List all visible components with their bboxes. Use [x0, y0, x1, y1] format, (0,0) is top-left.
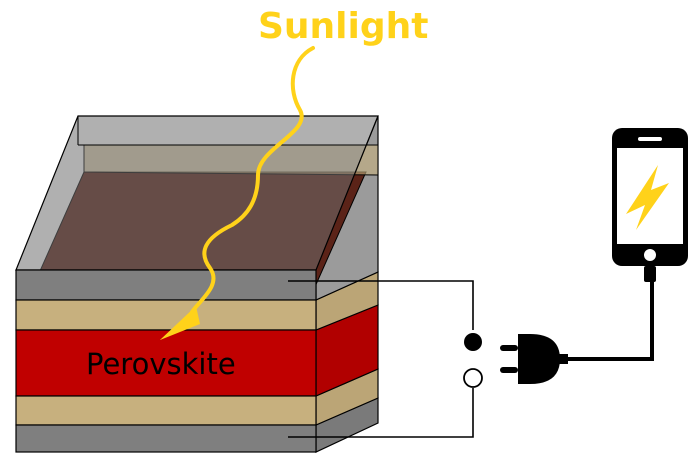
sunlight-label: Sunlight	[258, 6, 428, 47]
top-glass-surface	[15, 115, 379, 271]
top-transport-layer-front	[15, 299, 317, 331]
smartphone-icon	[612, 128, 688, 282]
lightning-bolt-icon	[626, 165, 669, 230]
bottom-wire	[288, 388, 474, 438]
power-plug-icon	[500, 334, 568, 384]
bottom-glass-front	[15, 424, 317, 453]
perovskite-label: Perovskite	[86, 347, 236, 381]
plug-cable	[566, 280, 654, 361]
sunlight-ray-path	[190, 46, 315, 314]
wiring	[288, 280, 474, 438]
perovskite-layer-front	[15, 329, 317, 397]
top-glass-front	[15, 269, 317, 301]
bottom-transport-layer-front	[15, 395, 317, 426]
perovskite-solar-cell: Perovskite	[15, 115, 379, 453]
sunlight-ray: Sunlight	[160, 6, 428, 340]
negative-terminal	[464, 333, 482, 351]
positive-terminal	[463, 368, 483, 388]
top-wire	[288, 280, 474, 330]
